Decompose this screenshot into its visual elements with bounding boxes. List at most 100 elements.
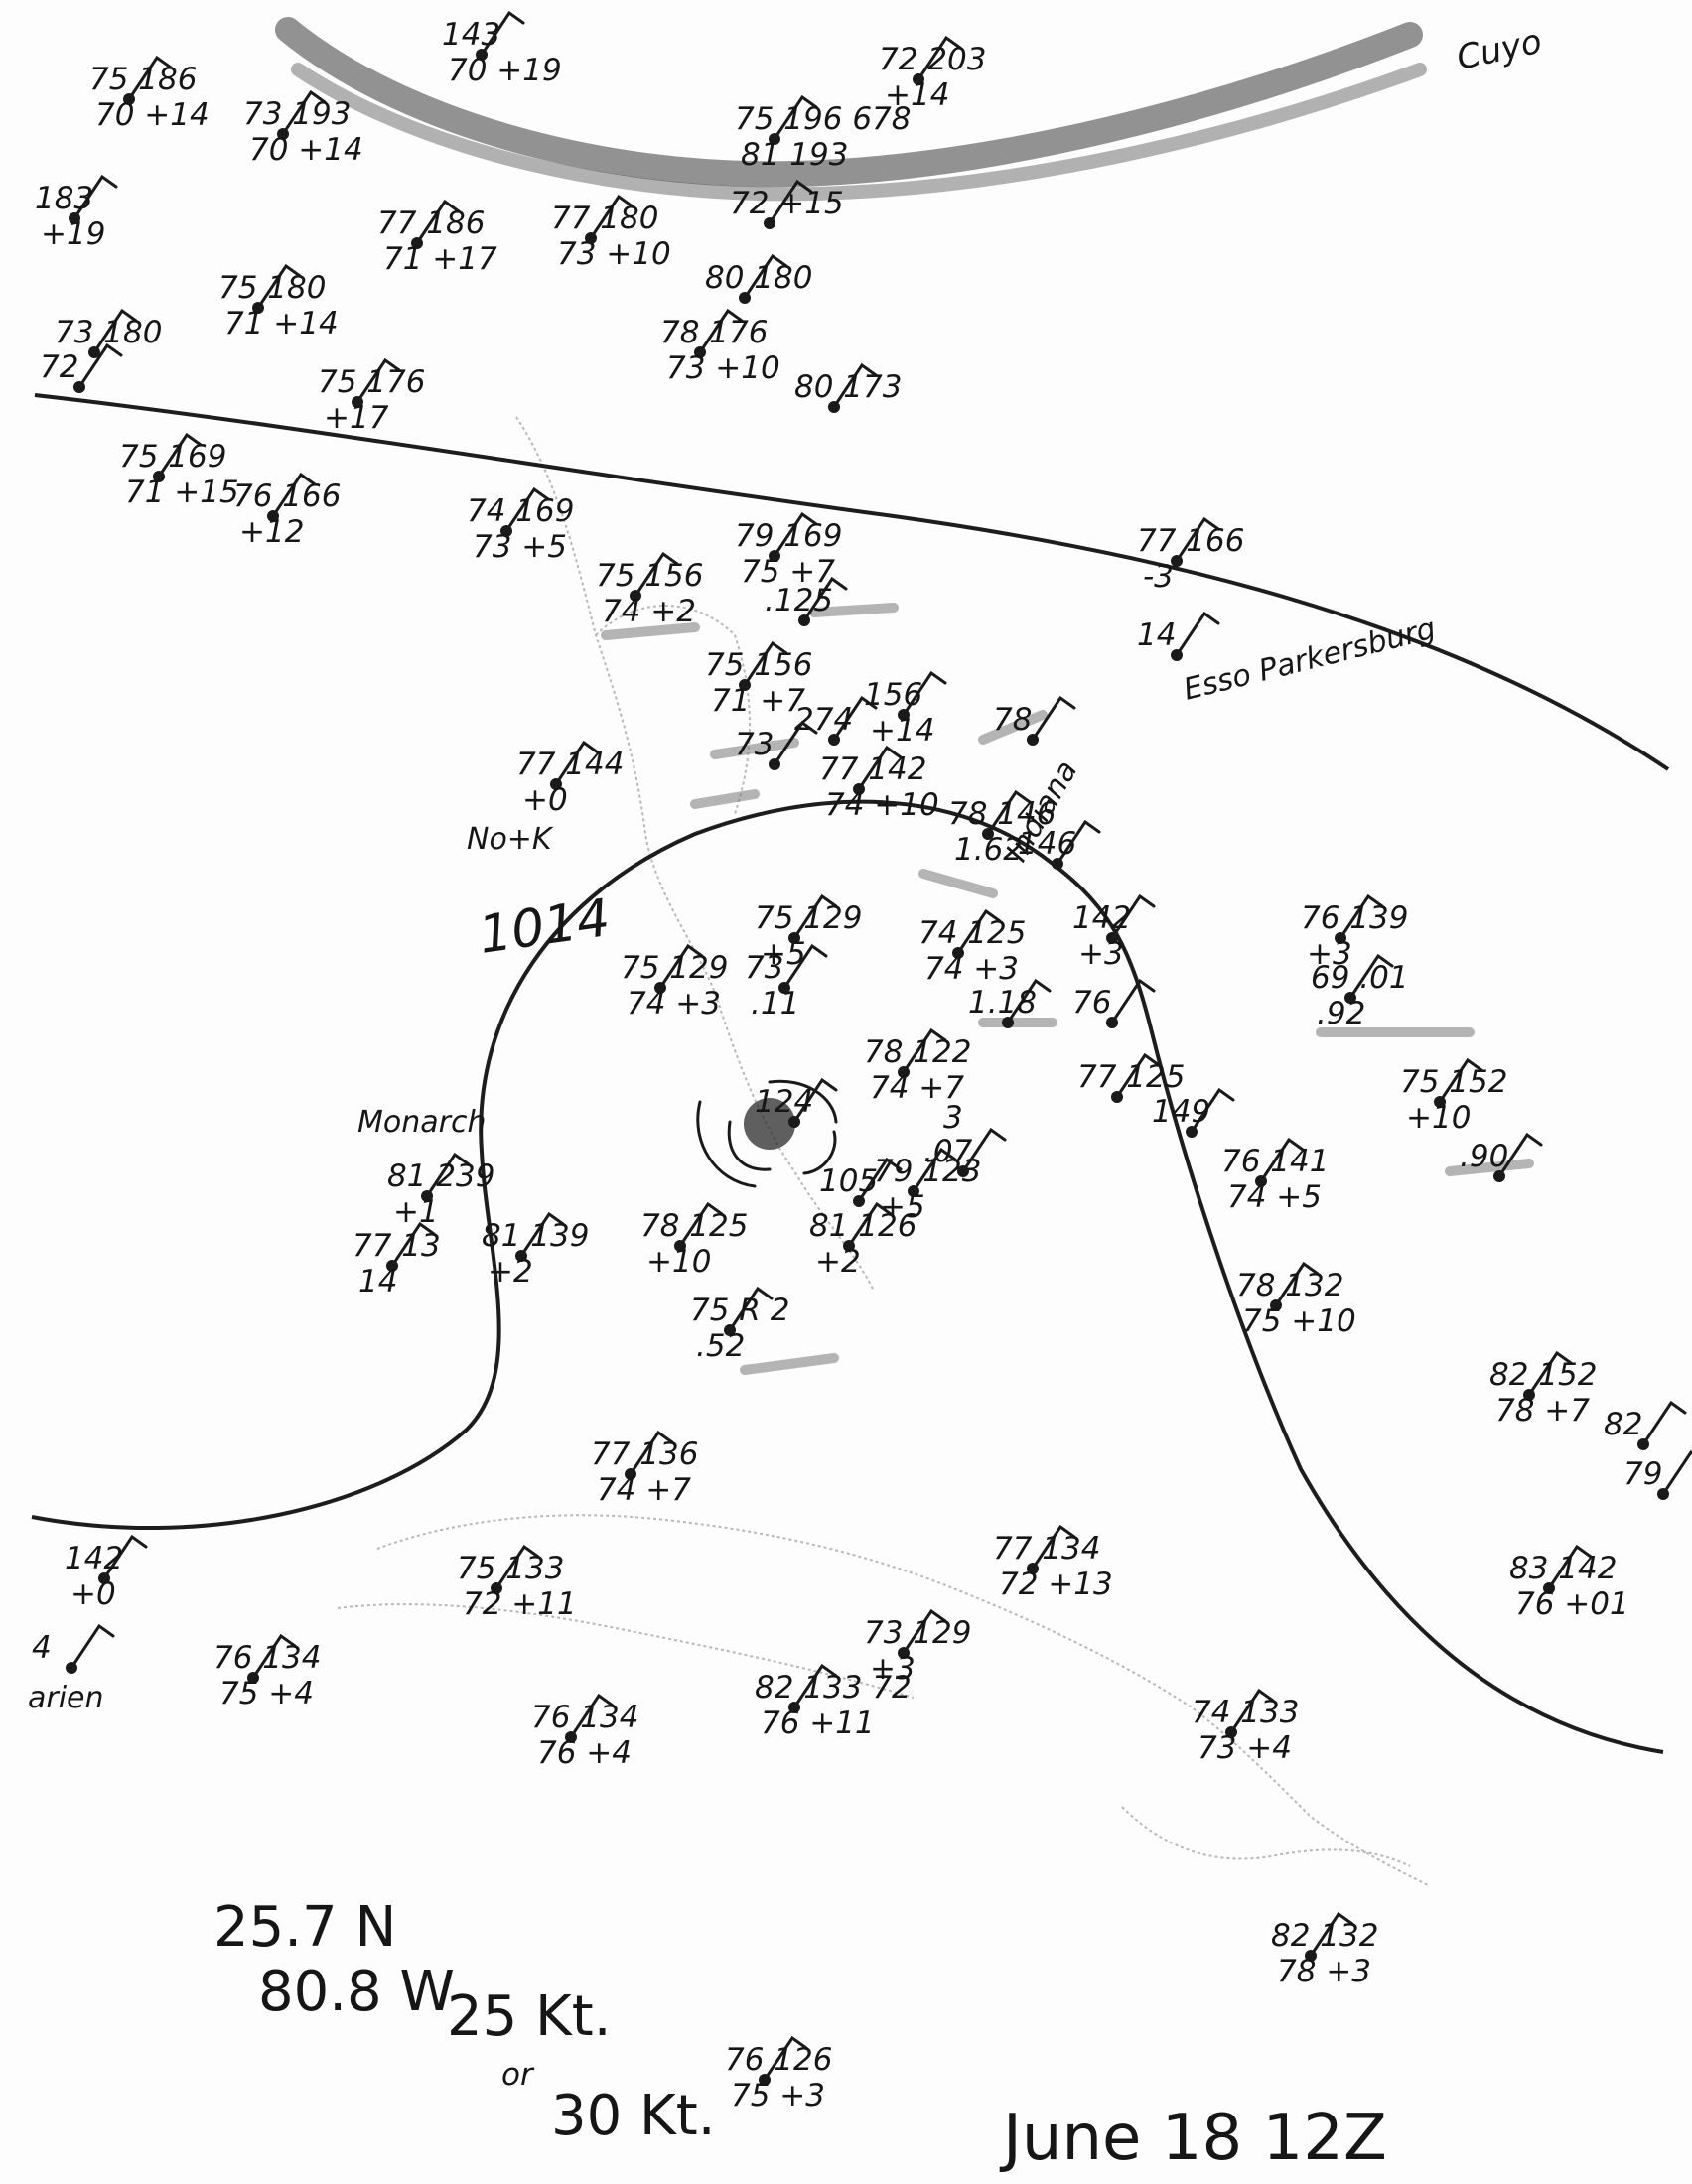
station-top-line: 77 142 xyxy=(819,751,926,787)
wind-barb xyxy=(832,695,878,742)
wind-barb xyxy=(792,1077,838,1124)
station-top-line: 78 176 xyxy=(660,315,768,350)
wind-barb xyxy=(415,199,461,245)
wind-barb xyxy=(961,1127,1007,1173)
station-bottom-line: 14 xyxy=(358,1264,397,1299)
wind-barb xyxy=(802,576,848,622)
station-top-line: 124 xyxy=(755,1084,813,1120)
station-top-line: 81 139 xyxy=(482,1218,589,1254)
station-bottom-line: 73 +5 xyxy=(473,529,567,565)
wind-barb xyxy=(1497,1132,1543,1178)
station-bottom-line: 74 +3 xyxy=(924,951,1019,987)
station-bottom-line: 73 +10 xyxy=(666,350,780,386)
station-top-line: 76 139 xyxy=(1301,900,1408,936)
station: 73.11 xyxy=(745,943,828,1022)
map-date: June 18 12Z xyxy=(999,2102,1387,2175)
station: 80 180 xyxy=(705,253,812,304)
wind-barb xyxy=(1641,1400,1687,1446)
station: 69 .01.92 xyxy=(1311,953,1409,1031)
station: 81 126+2 xyxy=(809,1201,916,1280)
station: 274 xyxy=(794,695,878,746)
station-top-line: 77 180 xyxy=(551,201,658,236)
station-top-line: 82 132 xyxy=(1271,1918,1378,1954)
station-top-line: 1.18 xyxy=(968,985,1037,1021)
wind-barb xyxy=(743,253,788,300)
station: 79 123+5 xyxy=(874,1147,981,1225)
coastlines xyxy=(337,416,1431,1887)
station-bottom-line: 71 +15 xyxy=(125,475,239,510)
station-bottom-line: 75 +7 xyxy=(741,554,835,590)
wind-barb xyxy=(1056,819,1101,866)
wind-barb xyxy=(1348,953,1394,1000)
station-top-line: 75 152 xyxy=(1400,1064,1507,1100)
wind-barb xyxy=(355,357,401,404)
station-bottom-line: 1.62 xyxy=(954,832,1023,868)
station: 81 139+2 xyxy=(482,1211,589,1290)
station-top-line: 75 186 xyxy=(89,62,197,97)
station-top-line: 78 xyxy=(993,702,1032,738)
station: 142+3 xyxy=(1072,893,1156,972)
wind-barb xyxy=(70,1623,115,1670)
wind-barb xyxy=(102,1534,148,1580)
station-bottom-line: .92 xyxy=(1317,996,1365,1031)
wind-barb xyxy=(658,943,704,990)
station: 142+0 xyxy=(65,1534,148,1612)
wind-alt: 30 Kt. xyxy=(551,2084,716,2148)
station: 105 xyxy=(819,1157,903,1207)
station-top-line: 77 166 xyxy=(1137,523,1244,559)
position-lon: 80.8 W xyxy=(258,1960,455,2024)
wind-barb xyxy=(256,263,302,310)
station: 80 173 xyxy=(794,362,902,413)
wind-barb xyxy=(1115,1052,1161,1099)
station-top-line: 78 122 xyxy=(864,1034,971,1070)
station-bottom-line: 78 +7 xyxy=(1495,1393,1590,1429)
station-bottom-line: 75 +10 xyxy=(1242,1303,1356,1339)
station-bottom-line: +17 xyxy=(324,400,389,436)
station-bottom-line: +0 xyxy=(70,1576,116,1612)
station-bottom-line: +0 xyxy=(522,782,568,818)
station-top-line: 4 xyxy=(32,1630,52,1666)
station-top-line: 73 193 xyxy=(243,96,351,132)
station-top-line: 77 136 xyxy=(591,1436,698,1472)
wind-or: or xyxy=(501,2057,535,2093)
wind-barb xyxy=(504,486,550,533)
station-top-line: .90 xyxy=(1460,1139,1508,1174)
station-top-line: 76 141 xyxy=(1221,1144,1329,1179)
wind-barb xyxy=(554,740,600,786)
station-top-line: 73 180 xyxy=(55,315,162,350)
station-top-line: 142 xyxy=(65,1541,123,1576)
wind-barb xyxy=(782,943,828,990)
station-bottom-line: 76 +11 xyxy=(761,1706,875,1741)
station-top-line: 75 180 xyxy=(218,270,326,306)
station-bottom-line: 74 +3 xyxy=(627,986,721,1022)
station-bottom-line: +2 xyxy=(488,1254,533,1290)
station-top-line: 76 126 xyxy=(725,2042,832,2078)
station: 73 129+3 xyxy=(864,1608,971,1687)
station-top-line: 82 152 xyxy=(1489,1357,1597,1393)
wind-barb xyxy=(1527,1350,1573,1397)
wind-barb xyxy=(1190,1087,1235,1134)
station-bottom-line: .11 xyxy=(751,986,799,1022)
station: 76 xyxy=(1072,978,1156,1028)
station-bottom-line: 71 +14 xyxy=(224,306,339,341)
station: .07 xyxy=(923,1127,1007,1177)
station-top-line: 77 13 xyxy=(352,1228,441,1264)
station-bottom-line: 76 +4 xyxy=(537,1735,632,1771)
station: 79 xyxy=(1623,1449,1692,1500)
wind-barb xyxy=(1339,893,1384,940)
station-top-line: 69 .01 xyxy=(1311,960,1409,996)
station-bottom-line: +19 xyxy=(41,216,105,252)
